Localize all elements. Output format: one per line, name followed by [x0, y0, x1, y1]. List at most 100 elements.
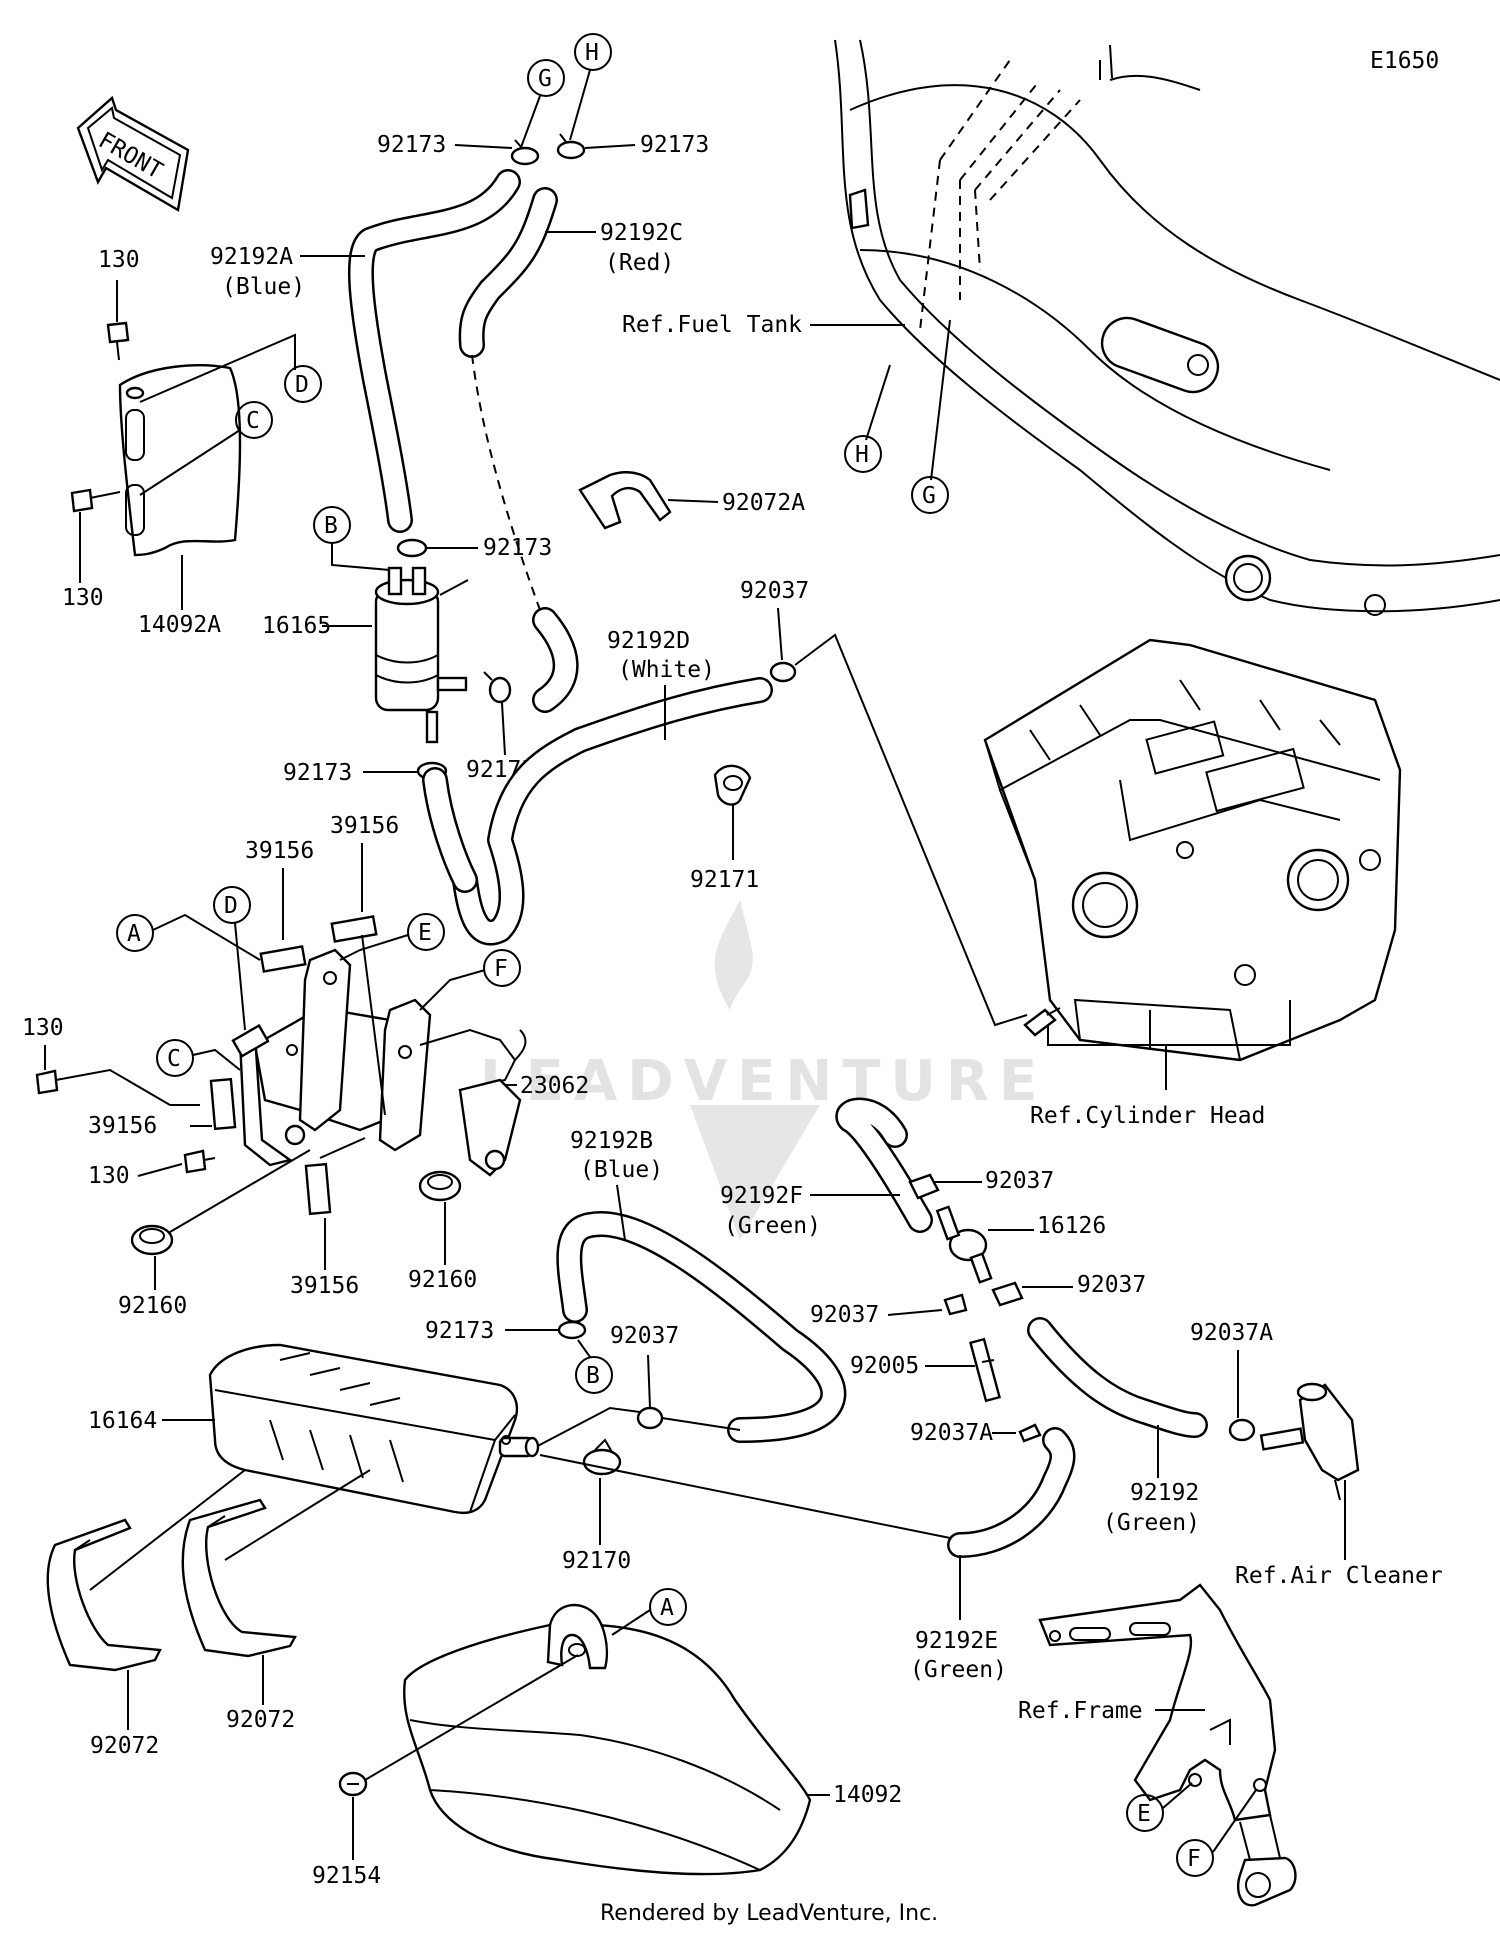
cylinder-head-ref-drawing: [983, 638, 1402, 1062]
clamp-92037-a: [769, 661, 797, 683]
label-92072-b: 92072: [226, 1707, 295, 1733]
bracket-14092a: [118, 364, 242, 557]
clip-92072-b: [181, 1498, 297, 1658]
screw-92154: [338, 1654, 579, 1797]
clamp-92173-h: [556, 133, 586, 160]
grommet-92160-a: [130, 1149, 311, 1256]
ref-frame-label: Ref.Frame: [1018, 1698, 1143, 1724]
callout-g-top: G: [519, 59, 565, 151]
grommet-92160-b: [418, 1170, 462, 1202]
svg-text:C: C: [167, 1046, 181, 1072]
clamp-92173-b: [396, 538, 428, 558]
label-92170: 92170: [562, 1548, 631, 1574]
clamp-92171: [713, 764, 752, 806]
label-39156-d: 39156: [290, 1273, 359, 1299]
label-16126: 16126: [1037, 1213, 1106, 1239]
svg-text:E: E: [418, 920, 432, 946]
label-92173-d: 92173: [283, 760, 352, 786]
ref-cylinder-head-label: Ref.Cylinder Head: [1030, 1103, 1265, 1129]
svg-text:C: C: [246, 408, 260, 434]
callout-e-mid: E: [339, 913, 445, 961]
label-130-a: 130: [98, 247, 140, 273]
check-valve-16126: [935, 1205, 993, 1284]
label-39156-a: 39156: [245, 838, 314, 864]
label-92192a-color: (Blue): [222, 274, 305, 300]
clip-92072-a: [46, 1518, 162, 1672]
pad-39156-b: [330, 915, 378, 943]
fuel-filter-16165: [374, 566, 468, 744]
callout-h-top: H: [569, 33, 612, 141]
label-92160-a: 92160: [118, 1293, 187, 1319]
bolt-130-a: [106, 321, 130, 361]
label-14092: 14092: [833, 1782, 902, 1808]
canister-16164: [208, 1343, 540, 1514]
label-23062: 23062: [520, 1073, 589, 1099]
hose-92192-green: [1027, 1317, 1208, 1438]
frame-ref-drawing: [1038, 1583, 1297, 1907]
callout-a-low: A: [611, 1588, 687, 1636]
callout-b-filter: B: [313, 506, 391, 571]
clamp-92173-g: [510, 139, 540, 166]
svg-text:G: G: [922, 483, 936, 509]
hose-92192f-green: [835, 1097, 933, 1233]
label-92173-e: 92173: [425, 1318, 494, 1344]
diagram-id: E1650: [1370, 48, 1439, 74]
label-14092a: 14092A: [138, 612, 221, 638]
hose-92192a-blue: [347, 169, 521, 533]
label-16165: 16165: [262, 613, 331, 639]
fitting-92005: [969, 1337, 1001, 1403]
watermark-logo-icon: [690, 1105, 820, 1240]
callout-e-frame: E: [1126, 1782, 1193, 1832]
pad-39156-c: [209, 1077, 237, 1131]
label-92192f: 92192F: [720, 1183, 803, 1209]
svg-text:F: F: [1187, 1846, 1201, 1872]
svg-text:F: F: [494, 956, 508, 982]
svg-text:D: D: [295, 372, 309, 398]
footer-credit: Rendered by LeadVenture, Inc.: [600, 1901, 938, 1926]
clamp-92037a-a: [1018, 1423, 1042, 1443]
label-92005: 92005: [850, 1353, 919, 1379]
label-130-c: 130: [22, 1015, 64, 1041]
clamp-92173-c: [483, 671, 512, 704]
callout-g-tank: G: [911, 319, 951, 514]
pad-39156-a: [259, 945, 307, 973]
callout-f-mid: F: [419, 949, 521, 1011]
label-92192d: 92192D: [607, 628, 690, 654]
svg-text:E: E: [1137, 1801, 1151, 1827]
clip-92072a: [578, 471, 672, 530]
hose-92192e-green: [947, 1427, 1076, 1558]
label-130-d: 130: [88, 1163, 130, 1189]
watermark-text: LEADVENTURE: [480, 1049, 1047, 1114]
callout-h-tank: H: [844, 364, 891, 473]
nipple-fitting-cylinder-head: [1023, 1007, 1061, 1037]
label-92037a-a: 92037A: [910, 1420, 993, 1446]
label-92192b-color: (Blue): [580, 1157, 663, 1183]
callout-c-mid: C: [156, 1039, 241, 1077]
clamp-92037-d: [943, 1293, 968, 1316]
svg-text:D: D: [224, 893, 238, 919]
clamp-92037a-b: [1228, 1418, 1256, 1442]
label-92154: 92154: [312, 1863, 381, 1889]
label-92192: 92192: [1130, 1480, 1199, 1506]
hose-92192b-blue: [556, 1211, 847, 1443]
cover-14092: [403, 1603, 812, 1876]
label-92173-g: 92173: [377, 132, 446, 158]
callout-d-mid: D: [213, 886, 251, 1031]
label-92037a-b: 92037A: [1190, 1320, 1273, 1346]
clamp-92170: [539, 1438, 961, 1541]
svg-text:H: H: [855, 442, 869, 468]
label-92173-h: 92173: [640, 132, 709, 158]
watermark-flame-icon: [714, 900, 753, 1010]
label-92192d-color: (White): [618, 657, 715, 683]
bolt-130-c: [35, 1068, 200, 1106]
label-130-b: 130: [62, 585, 104, 611]
callout-c-top: C: [139, 401, 273, 496]
fuel-tank-ref-drawing: [834, 39, 1500, 616]
svg-text:A: A: [660, 1595, 674, 1621]
label-92037-d: 92037: [810, 1302, 879, 1328]
bolt-130-b: [70, 488, 121, 513]
label-92192f-color: (Green): [724, 1213, 821, 1239]
label-92171: 92171: [690, 867, 759, 893]
svg-text:B: B: [586, 1363, 600, 1389]
label-92192b: 92192B: [570, 1128, 653, 1154]
